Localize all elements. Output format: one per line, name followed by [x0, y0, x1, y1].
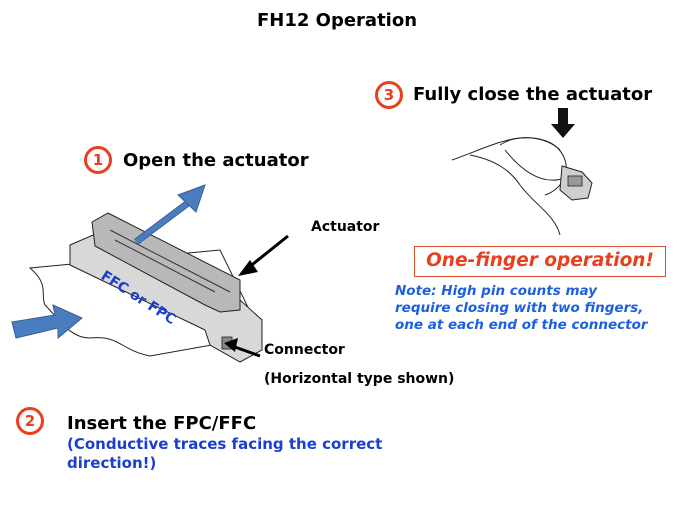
orientation-label: (Horizontal type shown)	[264, 371, 455, 387]
step-2-badge: 2	[16, 407, 44, 435]
step-2-sublabel-line1: (Conductive traces facing the correct	[67, 435, 383, 453]
actuator-label: Actuator	[311, 219, 380, 235]
page-title: FH12 Operation	[256, 10, 418, 31]
actuator-pointer-arrow-icon	[238, 234, 289, 276]
connector-pointer-arrow-icon	[224, 338, 261, 358]
connector-illustration: FFC or FPC	[28, 212, 263, 363]
step-2-sublabel-line2: direction!)	[67, 454, 157, 472]
insert-arrow-icon	[11, 304, 83, 340]
step-3-label: Fully close the actuator	[413, 84, 653, 105]
connector-label: Connector	[264, 342, 345, 358]
callout-text: One-finger operation!	[426, 250, 654, 271]
step-2-label: Insert the FPC/FFC	[67, 413, 257, 434]
step-1-label: Open the actuator	[123, 150, 309, 171]
close-arrow-icon	[551, 108, 575, 138]
actuator-part	[91, 212, 241, 313]
step-3-badge: 3	[375, 81, 403, 109]
note-line-3: one at each end of the connector	[395, 317, 648, 333]
finger-closing-illustration	[451, 108, 593, 236]
open-arrow-icon	[133, 184, 206, 245]
note-line-2: require closing with two fingers,	[395, 300, 644, 316]
note-line-1: Note: High pin counts may	[395, 283, 598, 299]
one-finger-callout: One-finger operation!	[414, 246, 666, 277]
step-1-badge: 1	[84, 146, 112, 174]
